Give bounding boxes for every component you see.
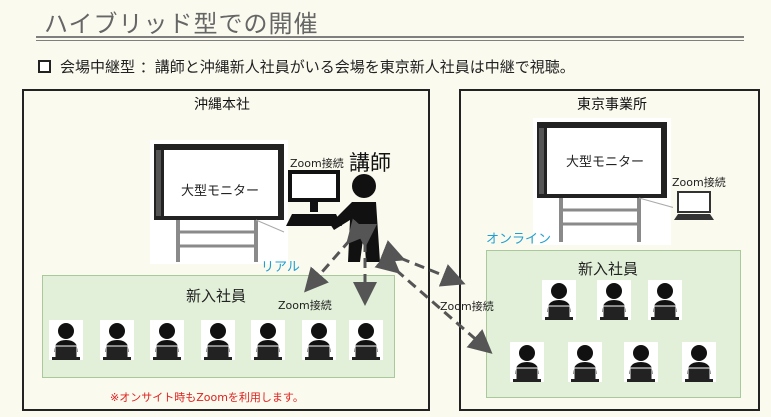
employee-icon [150, 320, 184, 360]
employee-icon [597, 280, 631, 320]
okinawa-monitor-label: 大型モニター [181, 184, 260, 199]
employee-icon [49, 320, 83, 360]
employee-icon [201, 320, 235, 360]
tokyo-large-monitor-icon [533, 118, 673, 245]
online-label: オンライン [486, 232, 552, 247]
okinawa-panel-label: 沖縄本社 [194, 97, 250, 113]
laptop-icon [674, 191, 714, 220]
tokyo-panel-label: 東京事業所 [577, 97, 647, 113]
employee-icon [100, 320, 134, 360]
subtitle: 会場中継型 ：講師と沖縄新人社員がいる会場を東京新人社員は中継で視聴。 [60, 58, 575, 76]
okinawa-large-monitor-icon [150, 140, 288, 264]
employee-icon [349, 320, 383, 360]
employee-icon [648, 280, 682, 320]
real-label: リアル [261, 260, 300, 275]
employee-icon [568, 342, 602, 382]
employee-icon [542, 280, 576, 320]
page-title: ハイブリッド型での開催 [44, 10, 319, 38]
okinawa-connection-zoom-label: Zoom接続 [278, 299, 332, 312]
bullet-square-icon [38, 60, 51, 73]
lecturer-label: 講師 [349, 151, 391, 175]
employee-icon [624, 342, 658, 382]
okinawa-employees-label: 新入社員 [186, 287, 247, 305]
tokyo-connection-zoom-label: Zoom接続 [440, 300, 494, 313]
employee-icon [682, 342, 716, 382]
arrow-lecturer-tokyo-monitor [378, 240, 466, 287]
employee-icon [251, 320, 285, 360]
arrow-lecturer-okinawa-left [304, 218, 371, 293]
arrow-lecturer-tokyo-employees [374, 249, 493, 354]
tokyo-employees-label: 新入社員 [578, 260, 639, 278]
employee-icon [302, 320, 336, 360]
title-divider-thin [36, 40, 744, 41]
onsite-zoom-note: ※オンサイト時もZoomを利用します。 [110, 391, 304, 404]
tokyo-monitor-label: 大型モニター [566, 155, 645, 170]
tokyo-laptop-zoom-label: Zoom接続 [672, 176, 726, 189]
title-divider [36, 36, 744, 38]
employee-icon [510, 342, 544, 382]
okinawa-pc-zoom-label: Zoom接続 [290, 157, 344, 170]
